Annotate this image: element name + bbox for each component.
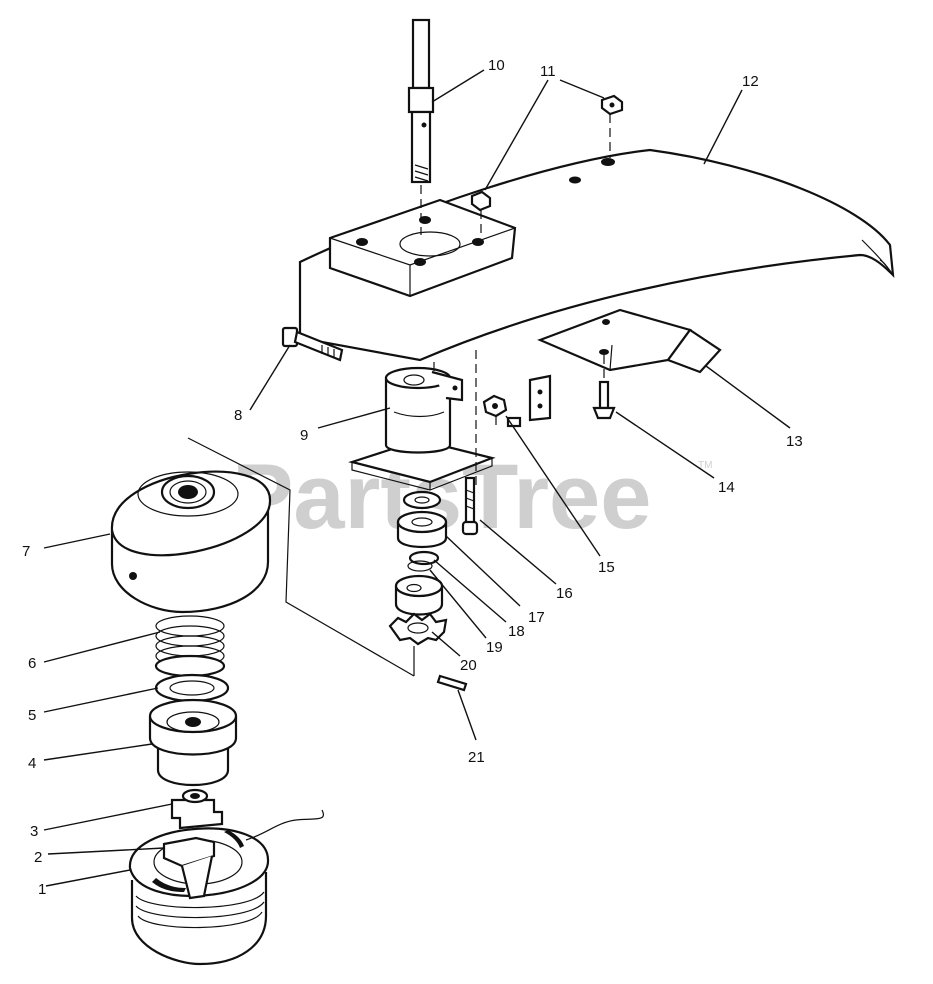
leader-lines bbox=[43, 69, 791, 887]
part-15-nut[interactable] bbox=[482, 394, 508, 418]
callout-19[interactable]: 19 bbox=[486, 639, 503, 656]
part-18-bearing[interactable] bbox=[396, 510, 448, 548]
part-3-adapter[interactable] bbox=[170, 788, 224, 830]
callout-18[interactable]: 18 bbox=[508, 623, 525, 640]
part-20-star-washer[interactable] bbox=[388, 612, 448, 646]
callout-1[interactable]: 1 bbox=[38, 881, 46, 898]
part-17-washer[interactable] bbox=[402, 490, 442, 510]
small-screw[interactable] bbox=[506, 416, 522, 428]
callout-11[interactable]: 11 bbox=[540, 63, 556, 80]
part-4-hub[interactable] bbox=[148, 698, 238, 786]
part-5-washer[interactable] bbox=[154, 673, 230, 703]
callout-6[interactable]: 6 bbox=[28, 655, 36, 672]
callout-17[interactable]: 17 bbox=[528, 609, 545, 626]
callout-16[interactable]: 16 bbox=[556, 585, 573, 602]
callout-5[interactable]: 5 bbox=[28, 707, 36, 724]
trimmer-line bbox=[245, 809, 324, 841]
callout-14[interactable]: 14 bbox=[718, 479, 735, 496]
part-9-housing[interactable] bbox=[348, 366, 496, 491]
callout-20[interactable]: 20 bbox=[460, 657, 477, 674]
watermark-trademark: TM bbox=[698, 460, 712, 471]
callout-8[interactable]: 8 bbox=[234, 407, 242, 424]
callout-7[interactable]: 7 bbox=[22, 543, 30, 560]
part-7-cover[interactable] bbox=[110, 470, 272, 614]
callout-13[interactable]: 13 bbox=[786, 433, 803, 450]
callout-15[interactable]: 15 bbox=[598, 559, 615, 576]
callout-9[interactable]: 9 bbox=[300, 427, 308, 444]
part-11-nut-side[interactable] bbox=[470, 190, 492, 212]
bearing-lower[interactable] bbox=[394, 574, 444, 616]
part-12-shield[interactable] bbox=[298, 148, 895, 362]
part-2-line-lock[interactable] bbox=[162, 836, 216, 900]
callout-12[interactable]: 12 bbox=[742, 73, 759, 90]
callout-2[interactable]: 2 bbox=[34, 849, 42, 866]
callout-3[interactable]: 3 bbox=[30, 823, 38, 840]
callout-21[interactable]: 21 bbox=[468, 749, 485, 766]
part-10-shaft[interactable] bbox=[407, 18, 435, 184]
part-21-pin[interactable] bbox=[436, 674, 468, 692]
part-6-spring[interactable] bbox=[154, 615, 226, 678]
part-19-clip[interactable] bbox=[407, 550, 440, 572]
mounting-plate[interactable] bbox=[528, 374, 552, 422]
callout-4[interactable]: 4 bbox=[28, 755, 36, 772]
part-14-screw[interactable] bbox=[592, 380, 616, 420]
part-8-bolt[interactable] bbox=[281, 326, 344, 362]
callout-10[interactable]: 10 bbox=[488, 57, 505, 74]
part-11-nut-top[interactable] bbox=[600, 94, 624, 116]
callout-labels: 10 11 12 13 14 15 16 17 18 19 20 21 8 9 … bbox=[22, 57, 803, 898]
part-16-screw[interactable] bbox=[461, 476, 479, 536]
part-13-bracket[interactable] bbox=[537, 308, 722, 374]
